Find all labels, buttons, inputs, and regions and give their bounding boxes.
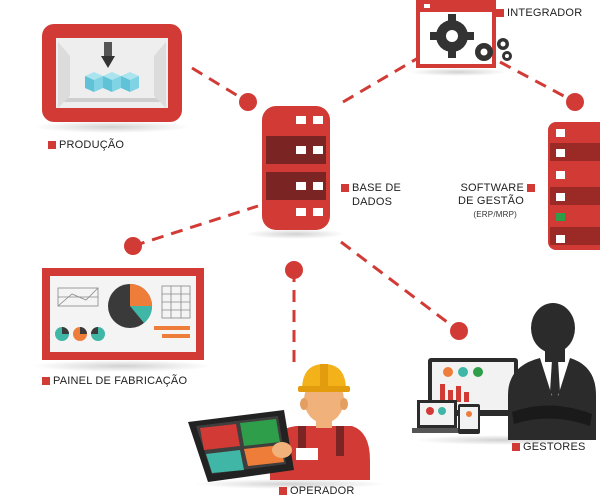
operator-tablet-icon xyxy=(188,364,386,489)
bullet-square xyxy=(341,184,349,192)
label-operador: OPERADOR xyxy=(279,485,355,497)
dot-gestores xyxy=(450,322,468,340)
bullet-square xyxy=(279,487,287,495)
label-producao-text: PRODUÇÃO xyxy=(59,139,125,151)
connector-integrador xyxy=(342,56,419,104)
dot-producao xyxy=(239,93,257,111)
label-integrador: INTEGRADOR xyxy=(496,7,582,19)
dot-painel xyxy=(124,237,142,255)
label-painel: PAINEL DE FABRICAÇÃO xyxy=(42,375,187,387)
bullet-square xyxy=(512,443,520,451)
label-gestores: GESTORES xyxy=(512,441,586,453)
connector-producao xyxy=(191,66,249,104)
connectors xyxy=(132,56,576,370)
label-producao: PRODUÇÃO xyxy=(48,139,124,151)
connector-software xyxy=(499,60,576,104)
bullet-square xyxy=(48,141,56,149)
3d-printer-icon xyxy=(34,24,190,133)
database-server-icon xyxy=(245,106,345,239)
label-software-line2: DE GESTÃO xyxy=(458,195,524,207)
label-integrador-text: INTEGRADOR xyxy=(507,7,583,19)
label-base-line2: DADOS xyxy=(352,196,393,208)
label-base-de-dados: BASE DE DADOS xyxy=(341,181,401,209)
bullet-square xyxy=(526,184,535,192)
connector-gestores xyxy=(340,240,456,330)
dot-software xyxy=(566,93,584,111)
gears-window-icon xyxy=(408,0,512,76)
dot-operador xyxy=(285,261,303,279)
label-gestores-text: GESTORES xyxy=(523,441,586,453)
bullet-square xyxy=(42,377,50,385)
label-software-line1: SOFTWARE xyxy=(460,182,524,194)
label-software: SOFTWARE DE GESTÃO (ERP/MRP) xyxy=(458,182,535,221)
server-rack-icon xyxy=(548,122,600,250)
label-painel-text: PAINEL DE FABRICAÇÃO xyxy=(53,375,188,387)
connector-painel xyxy=(132,204,259,248)
bullet-square xyxy=(496,9,504,17)
dashboard-monitor-icon xyxy=(32,268,212,372)
manager-devices-icon xyxy=(412,303,596,445)
connector-dots xyxy=(124,93,584,340)
label-operador-text: OPERADOR xyxy=(290,485,355,497)
label-base-line1: BASE DE xyxy=(352,182,402,194)
label-software-sub: (ERP/MRP) xyxy=(473,210,517,219)
